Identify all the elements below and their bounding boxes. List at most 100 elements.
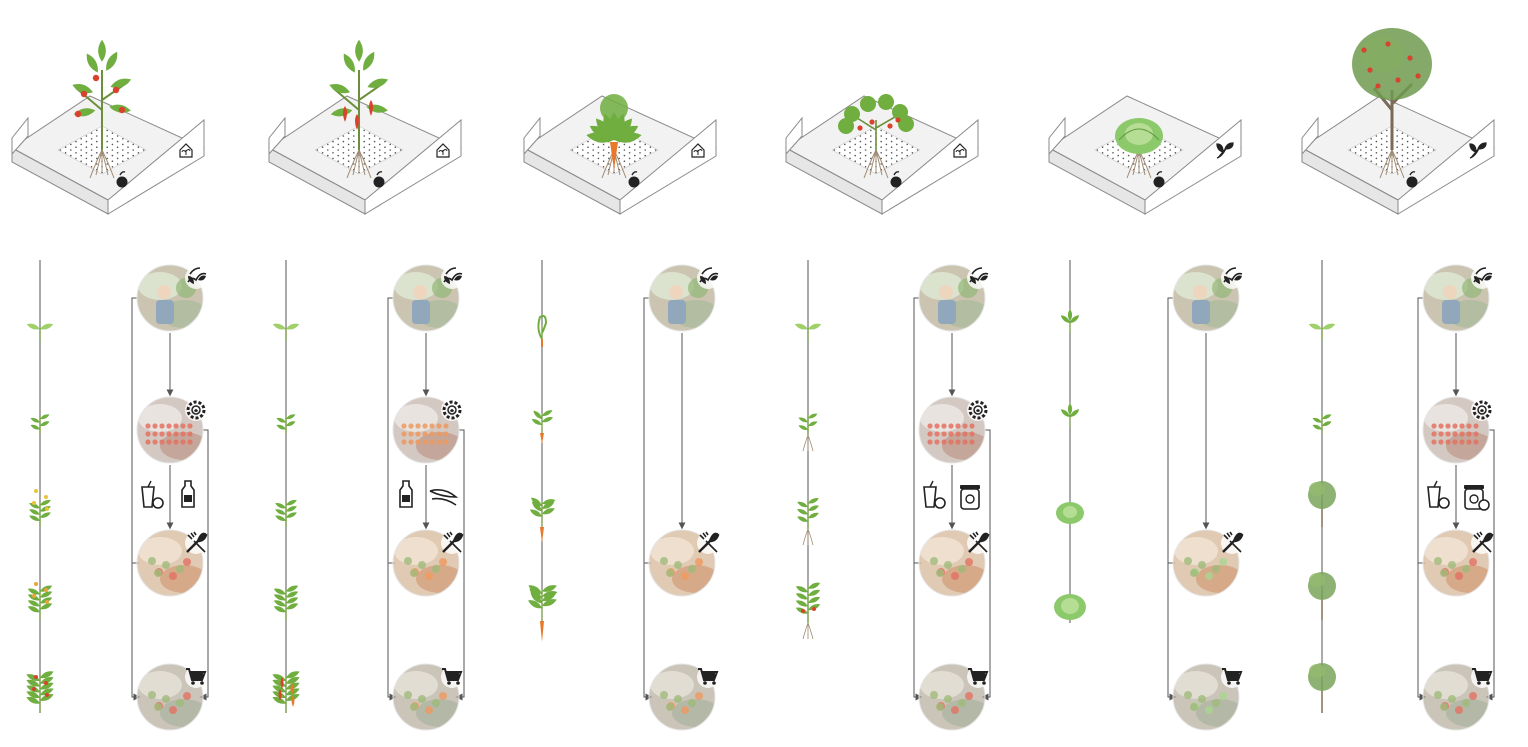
processed-products (399, 480, 459, 508)
tomato-icon (116, 171, 128, 188)
processed-products (1427, 480, 1490, 511)
shopping-cart-icon (1221, 666, 1243, 688)
photo-cooking (1172, 529, 1244, 597)
harvest-hand-icon (1471, 267, 1493, 289)
growth-stage-young-plant (529, 497, 556, 543)
harvest-hand-icon (185, 267, 207, 289)
photo-harvest (918, 264, 989, 332)
cabbage-icon (1153, 171, 1165, 188)
harvest-hand-icon (1221, 267, 1243, 289)
growth-stage-sapling (1312, 414, 1332, 434)
sprout-icon (1469, 142, 1487, 159)
factory-gear-icon (441, 399, 463, 421)
factory-gear-icon (185, 399, 207, 421)
roots (1379, 149, 1405, 179)
photo-market (1172, 663, 1243, 731)
growth-stage-young-plant (276, 414, 296, 434)
growth-stage-sprout (794, 323, 822, 341)
harvest-hand-icon (441, 267, 463, 289)
sauce-bottle-icon (399, 480, 413, 508)
cutlery-icon (1221, 531, 1244, 554)
greenhouse-icon (436, 143, 450, 158)
value-chain (1167, 264, 1244, 731)
growth-stage-young-plant (1060, 403, 1080, 427)
value-chain (643, 264, 720, 731)
photo-cooking (1422, 529, 1494, 597)
photo-processing (918, 396, 989, 464)
juice-icon (141, 480, 164, 509)
crop-column-strawberry (794, 260, 991, 731)
growth-stage-sprout (537, 314, 548, 347)
photo-processing (392, 396, 463, 464)
processed-products (141, 480, 195, 509)
crop-column-tomato (26, 260, 209, 731)
photo-cooking (918, 529, 990, 597)
growth-stage-mature-head (1054, 594, 1086, 620)
growth-timeline (528, 260, 558, 642)
photo-cooking (392, 529, 464, 597)
growth-timeline (272, 260, 300, 713)
crop-column-apple (1308, 260, 1495, 731)
photo-market (918, 663, 989, 731)
photo-processing (1422, 396, 1493, 464)
growth-stage-mature-carrot (528, 585, 558, 642)
box-plant-pepper (329, 39, 389, 179)
growth-stage-tree (1308, 572, 1336, 620)
growth-stage-seedling (272, 323, 300, 341)
roots (346, 149, 372, 179)
growth-timeline (1054, 260, 1086, 623)
growth-stage-young-plant (30, 414, 50, 434)
cutlery-icon (185, 531, 208, 554)
growth-timeline (26, 260, 54, 713)
growth-stage-fruit-set-plant (27, 582, 53, 620)
value-chain (1417, 264, 1495, 731)
crop-box-cabbage (1048, 95, 1243, 215)
processed-products (923, 480, 980, 510)
crop-column-cabbage (1054, 260, 1244, 731)
growth-stage-seedling (531, 410, 554, 444)
crop-box-carrot (523, 94, 718, 215)
roots (89, 149, 115, 179)
growth-stage-fruiting-plant (795, 582, 821, 640)
crop-column-pepper (272, 260, 465, 731)
strawberry-icon (890, 171, 902, 188)
growth-stage-branching-plant (275, 499, 297, 527)
harvest-hand-icon (697, 267, 719, 289)
cutlery-icon (1471, 531, 1494, 554)
dried-pepper-icon (429, 489, 459, 506)
value-chain (913, 264, 991, 731)
photo-harvest (136, 264, 207, 332)
box-plant-apple (1352, 28, 1432, 179)
apple-juice-icon (1427, 480, 1450, 509)
value-chain (131, 264, 209, 731)
growth-stage-flowering-plant (29, 489, 51, 527)
cutlery-icon (441, 531, 464, 554)
box-plant-tomato (72, 39, 132, 179)
growth-stage-mature-tree (1308, 663, 1336, 713)
factory-gear-icon (967, 399, 989, 421)
growth-stage-young-plant (798, 413, 818, 452)
growth-stage-leafy-plant (273, 585, 299, 620)
greenhouse-icon (691, 143, 705, 158)
cutlery-icon (697, 531, 720, 554)
photo-harvest (1422, 264, 1493, 332)
photo-market (1422, 663, 1493, 731)
jam-jar-icon (960, 485, 980, 510)
photo-harvest (392, 264, 463, 332)
ketchup-icon (181, 480, 195, 508)
growth-stage-seedling (1060, 309, 1080, 333)
crop-column-carrot (528, 260, 720, 731)
crop-box-pepper (268, 39, 463, 215)
apple-icon (1406, 171, 1418, 188)
cutlery-icon (967, 531, 990, 554)
photo-cooking (648, 529, 720, 597)
growth-stage-seedling (1308, 323, 1336, 341)
growth-timeline (794, 260, 822, 640)
growth-stage-young-tree (1308, 481, 1336, 527)
shopping-cart-icon (967, 666, 989, 688)
photo-harvest (1172, 264, 1243, 332)
growth-timeline (1308, 260, 1336, 713)
box-plant-cabbage (1115, 118, 1163, 179)
crop-box-apple (1301, 28, 1496, 215)
